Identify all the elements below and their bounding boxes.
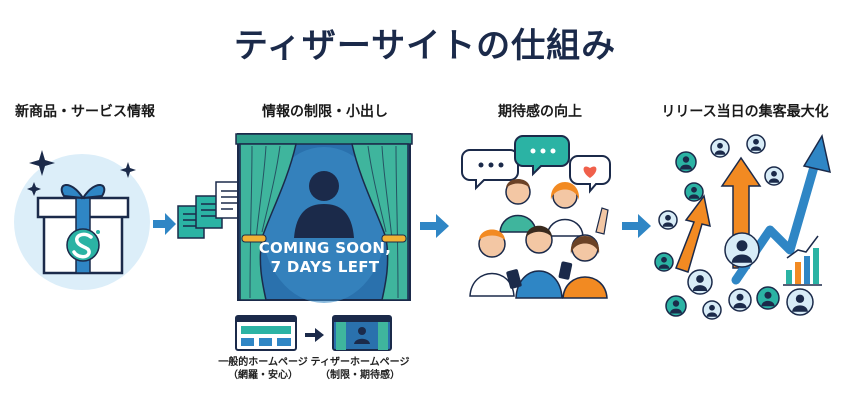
gift-box-icon: [14, 150, 150, 290]
curtain-stage-icon: [235, 133, 413, 303]
general-homepage-icon: [235, 315, 297, 351]
person-head: [661, 256, 667, 263]
caption-teaser-line2: （制限・期待感）: [320, 370, 400, 381]
person-body: [761, 300, 775, 307]
step-label-info-limit: 情報の制限・小出し: [262, 104, 388, 120]
person-body: [750, 146, 762, 151]
person-body: [688, 194, 700, 199]
page-title: ティザーサイトの仕組み: [233, 26, 617, 66]
caption-general-homepage: 一般的ホームページ （網羅・安心）: [213, 356, 313, 382]
documents-icon: [177, 181, 245, 239]
person-body: [692, 285, 708, 291]
person-head: [665, 214, 671, 221]
person-body: [714, 150, 726, 155]
compare-arrow: [305, 328, 324, 342]
teaser-homepage-icon: [332, 315, 392, 351]
person-body: [731, 254, 753, 263]
person-head: [691, 186, 697, 193]
person-body: [733, 302, 747, 309]
person-head: [717, 142, 723, 149]
person-head: [682, 156, 690, 163]
step-label-release-day: リリース当日の集客最大化: [661, 104, 829, 120]
person-body: [670, 308, 682, 314]
person-head: [753, 138, 759, 145]
person-head: [709, 304, 715, 311]
person-head: [736, 293, 744, 301]
step-label-expectation: 期待感の向上: [498, 104, 582, 120]
person-head: [696, 275, 704, 283]
person-body: [680, 164, 692, 170]
flow-arrow-3: [622, 214, 651, 238]
coming-soon-text: COMING SOON, 7 DAYS LEFT: [245, 239, 405, 277]
person-head: [764, 291, 772, 299]
person-body: [658, 264, 670, 269]
caption-teaser-homepage: ティザーホームページ （制限・期待感）: [305, 356, 415, 382]
person-body: [706, 312, 718, 317]
person-body: [792, 305, 808, 312]
person-head: [672, 300, 680, 307]
crowd-people: [654, 134, 814, 320]
person-head: [771, 170, 777, 177]
person-head: [736, 240, 748, 252]
person-body: [662, 222, 674, 227]
person-head: [795, 294, 805, 303]
step-label-new-product: 新商品・サービス情報: [15, 104, 155, 120]
person-body: [768, 178, 780, 183]
caption-general-line1: 一般的ホームページ: [218, 357, 308, 368]
flow-arrow-1: [153, 213, 176, 235]
excited-crowd-icon: [461, 135, 611, 299]
caption-general-line2: （網羅・安心）: [228, 370, 298, 381]
flow-arrow-2: [420, 214, 449, 238]
coming-soon-line1: COMING SOON,: [258, 239, 392, 257]
caption-teaser-line1: ティザーホームページ: [310, 357, 410, 368]
coming-soon-line2: 7 DAYS LEFT: [270, 258, 380, 276]
